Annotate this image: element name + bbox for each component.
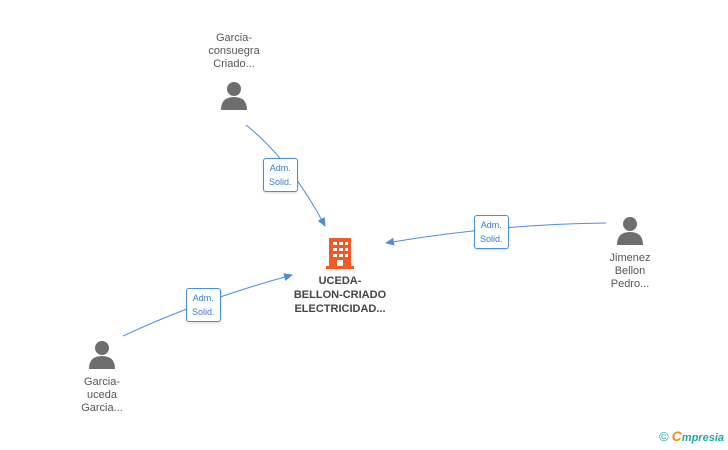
person-name-line: Garcia...	[81, 402, 123, 414]
company-name-line: BELLON-CRIADO	[293, 289, 387, 301]
relation-label-line: Adm.	[480, 220, 502, 230]
person-name-line: Pedro...	[610, 278, 650, 290]
person-name-line: Garcia-	[83, 376, 121, 388]
copyright-icon: ©	[659, 429, 669, 444]
building-icon	[326, 238, 354, 269]
person-name-line: consuegra	[208, 45, 260, 57]
person-icon	[89, 341, 115, 369]
company-name-line: UCEDA-	[318, 275, 362, 287]
brand-logo[interactable]: Cmpresia	[672, 428, 724, 444]
relation-label-line: Adm.	[269, 163, 291, 173]
relation-badge-garcia-uceda[interactable]: Adm. Solid.	[186, 288, 221, 322]
person-name-line: Jimenez	[609, 252, 651, 264]
person-node-garcia-uceda[interactable]: Garcia- uceda Garcia...	[62, 340, 142, 415]
person-icon	[617, 217, 643, 245]
person-icon	[221, 82, 247, 110]
company-node[interactable]: UCEDA- BELLON-CRIADO ELECTRICIDAD...	[280, 236, 400, 316]
relation-label-line: Adm.	[192, 293, 214, 303]
person-name[interactable]: Garcia- uceda Garcia...	[62, 376, 142, 415]
relation-label-line: Solid.	[269, 177, 292, 187]
person-node-jimenez-bellon[interactable]: Jimenez Bellon Pedro...	[590, 216, 670, 291]
brand-first-letter: C	[671, 428, 682, 444]
footer-brand: ©Cmpresia	[659, 428, 724, 444]
company-name[interactable]: UCEDA- BELLON-CRIADO ELECTRICIDAD...	[280, 274, 400, 316]
relation-label-line: Solid.	[192, 307, 215, 317]
relation-label-line: Solid.	[480, 234, 503, 244]
person-name-line: Garcia-	[215, 32, 253, 44]
person-name-line: Criado...	[213, 58, 255, 70]
person-node-garcia-consuegra[interactable]: Garcia- consuegra Criado...	[194, 32, 274, 111]
relation-badge-jimenez-bellon[interactable]: Adm. Solid.	[474, 215, 509, 249]
relation-badge-garcia-consuegra[interactable]: Adm. Solid.	[263, 158, 298, 192]
person-name-line: uceda	[87, 389, 117, 401]
person-name-line: Bellon	[614, 265, 646, 277]
company-name-line: ELECTRICIDAD...	[294, 303, 386, 315]
person-name[interactable]: Jimenez Bellon Pedro...	[590, 252, 670, 291]
brand-rest: mpresia	[681, 432, 724, 444]
person-name[interactable]: Garcia- consuegra Criado...	[194, 32, 274, 71]
